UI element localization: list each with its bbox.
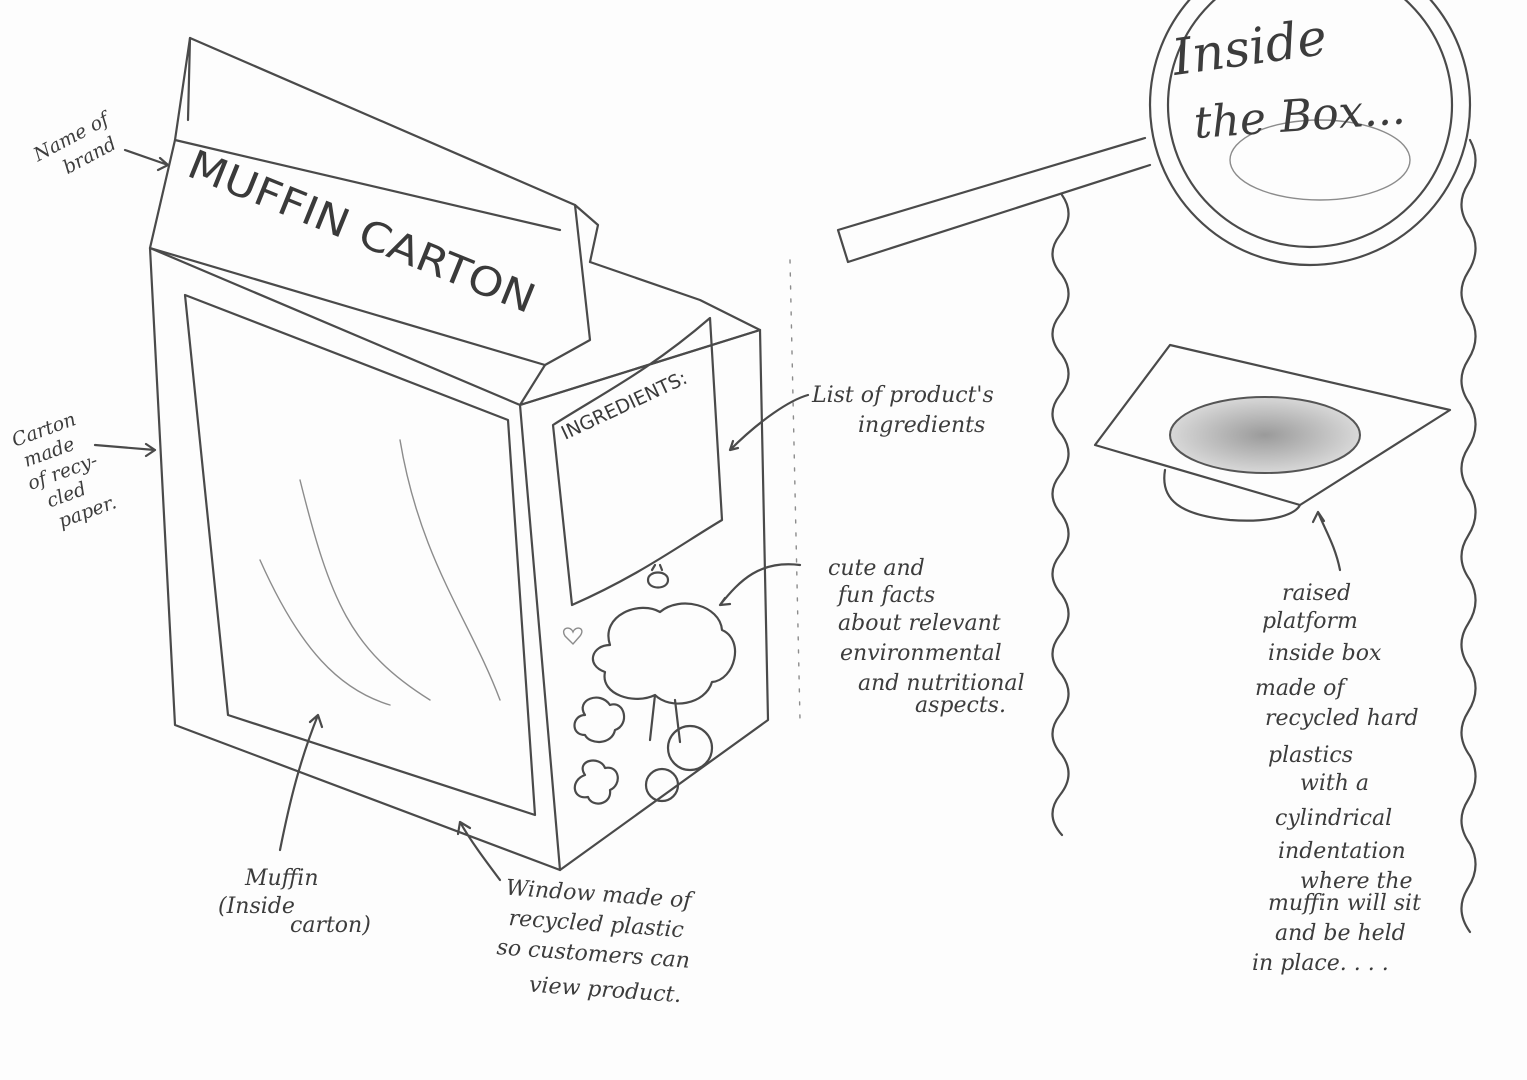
window-glare [259,439,501,706]
arrow-ingredients [728,393,810,452]
platform-muffin-indent [1169,396,1361,474]
annotation-line: recycled hard [1265,706,1419,731]
annotation-line: inside box [1268,641,1382,666]
arrow-window [456,820,502,882]
annotation-line: about relevant [838,611,1001,636]
tree-doodle [591,602,737,744]
muffin-carton [148,36,770,872]
annotation-window: Window made of recycled plastic so custo… [496,876,696,1009]
annotation-line: aspects. [915,693,1006,718]
arrow-muffin [278,713,324,852]
annotation-line: plastics [1268,743,1353,768]
heart-doodle [563,627,583,646]
annotation-line: view product. [528,973,682,1009]
annotation-line: fun facts [836,583,935,608]
dotted-guide [789,259,801,721]
annotation-line: cylindrical [1275,806,1392,831]
arrow-carton-material [93,442,157,458]
fruit-doodle-2 [644,767,680,803]
annotation-line: where the [1300,869,1413,894]
annotation-platform: raised platform inside box made of recyc… [1252,581,1421,976]
flower-doodle [573,759,619,805]
annotation-line: carton) [290,913,371,938]
lens-muffin-hint [1229,119,1411,201]
ingredients-heading: INGREDIENTS: [558,367,691,445]
annotation-line: Muffin [244,866,319,891]
carton-top-ridge [173,36,600,264]
annotation-line: made of [1255,676,1348,701]
wavy-line-right [1460,138,1477,934]
annotation-line: in place. . . . [1252,951,1389,976]
annotation-muffin-inside: Muffin (Inside carton) [218,866,371,938]
magnifier-handle [836,136,1152,264]
arrow-brand [123,148,170,172]
annotation-ingredients-list: List of product's ingredients [811,383,994,438]
annotation-line: environmental [840,641,1002,666]
carton-side-face [518,328,770,872]
annotation-line: platform [1262,609,1358,634]
annotation-carton-material: Carton made of recy- cled paper. [9,408,119,532]
annotation-name-of-brand: Name of brand [29,107,120,179]
annotation-line: muffin will sit [1268,891,1421,916]
ingredients-panel [551,316,724,607]
annotation-line: raised [1282,581,1351,606]
annotation-line: List of product's [811,383,994,408]
annotation-fun-facts: cute and fun facts about relevant enviro… [828,556,1025,718]
bee-doodle [646,563,670,589]
arrow-platform [1311,510,1342,572]
annotation-line: with a [1300,771,1369,796]
annotation-line: and be held [1275,921,1406,946]
annotation-line: cute and [828,556,925,581]
fruit-doodle [666,724,714,772]
magnifier-title-line2: the Box... [1192,83,1407,149]
magnifier-lens-outer [1148,0,1472,267]
small-cloud-doodle [573,696,626,743]
annotation-line: indentation [1278,839,1406,864]
annotation-line: (Inside [218,894,295,919]
magnifier-title-line1: Inside [1168,8,1331,87]
raised-platform [1093,343,1452,522]
carton-side-gable [518,260,762,407]
carton-window [183,293,537,817]
magnifier-lens-inner [1166,0,1454,249]
magnifying-glass [836,0,1472,267]
wavy-line-left [1051,193,1070,837]
annotation-line: and nutritional [858,671,1025,696]
platform-cylinder [1163,468,1302,522]
arrow-fun-facts [718,563,802,607]
annotation-line: ingredients [858,413,985,438]
carton-brand-text: MUFFIN CARTON [181,142,541,323]
